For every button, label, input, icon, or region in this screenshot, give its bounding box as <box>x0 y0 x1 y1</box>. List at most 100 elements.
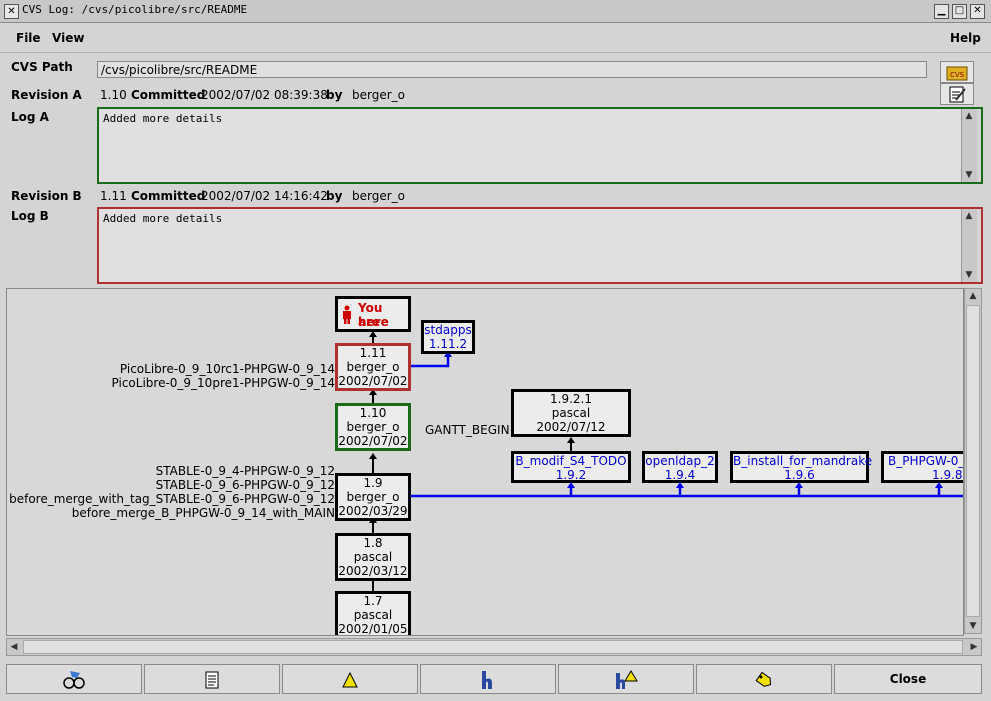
tag-label: STABLE-0_9_4-PHPGW-0_9_12 <box>155 464 335 478</box>
scroll-right-icon[interactable]: ▶ <box>970 642 978 652</box>
graph-horizontal-scrollbar[interactable]: ◀ ▶ <box>6 638 982 656</box>
scroll-down-icon[interactable]: ▼ <box>969 621 977 631</box>
log-b-text[interactable]: Added more details <box>99 209 961 282</box>
you-are-here-line1: You are <box>358 301 383 329</box>
branch-node-b-install-for-mandrake[interactable]: B_install_for_mandrake 1.9.6 <box>730 451 872 483</box>
revision-a-label: Revision A <box>11 88 82 102</box>
node-date: 2002/01/05 <box>338 622 408 636</box>
node-author: pascal <box>551 406 591 420</box>
tag-icon <box>755 671 772 687</box>
maximize-icon[interactable]: □ <box>952 4 967 19</box>
branch-name: B_PHPGW-0_ <box>888 454 964 468</box>
log-b-label: Log B <box>11 209 49 223</box>
scroll-up-icon[interactable]: ▲ <box>965 111 973 121</box>
branch-name: openldap_2 <box>645 454 715 468</box>
log-a-frame: Added more details ▲ ▼ <box>97 107 983 184</box>
node-author: berger_o <box>346 420 400 434</box>
document-icon <box>205 671 219 689</box>
node-rev: 1.8 <box>363 536 383 550</box>
tag-label: GANTT_BEGIN <box>425 423 510 437</box>
revision-node-1-10[interactable]: 1.10 berger_o 2002/07/02 <box>335 403 411 451</box>
node-rev: 1.9 <box>363 476 383 490</box>
merge-delta-icon <box>616 670 638 689</box>
menu-help[interactable]: Help <box>950 31 981 45</box>
merge-button[interactable] <box>420 664 556 694</box>
close-icon[interactable]: ✕ <box>970 4 985 19</box>
log-b-scrollbar[interactable]: ▲ ▼ <box>961 209 977 282</box>
branch-node-b-phpgw[interactable]: B_PHPGW-0_ 1.9.8 <box>881 451 964 483</box>
scroll-up-icon[interactable]: ▲ <box>965 211 973 221</box>
revision-b-label: Revision B <box>11 189 82 203</box>
tag-label: PicoLibre-0_9_10rc1-PHPGW-0_9_14 <box>119 362 335 376</box>
tag-label: before_merge_with_tag_STABLE-0_9_6-PHPGW… <box>9 492 335 506</box>
close-button[interactable]: Close <box>834 664 982 694</box>
scroll-left-icon[interactable]: ◀ <box>10 642 18 652</box>
node-date: 2002/07/02 <box>338 434 408 448</box>
person-icon <box>343 305 351 324</box>
delta-button[interactable] <box>282 664 418 694</box>
revision-b-rev: 1.11 <box>100 189 127 203</box>
scroll-thumb[interactable] <box>23 640 963 654</box>
scroll-thumb[interactable] <box>966 305 980 617</box>
node-rev: 1.10 <box>359 406 387 420</box>
menu-view[interactable]: View <box>52 31 85 45</box>
delta-icon <box>342 671 358 688</box>
branch-node-stdapps[interactable]: stdapps 1.11.2 <box>421 320 475 354</box>
glasses-icon <box>63 671 85 689</box>
log-b-frame: Added more details ▲ ▼ <box>97 207 983 284</box>
revision-node-1-11[interactable]: 1.11 berger_o 2002/07/02 <box>335 343 411 391</box>
tag-button[interactable] <box>696 664 832 694</box>
tag-label: before_merge_B_PHPGW-0_9_14_with_MAIN <box>71 506 335 520</box>
cvs-path-field[interactable]: /cvs/picolibre/src/README <box>97 61 927 78</box>
revision-node-1-8[interactable]: 1.8 pascal 2002/03/12 <box>335 533 411 581</box>
scroll-up-icon[interactable]: ▲ <box>969 291 977 301</box>
title-bar: ✕ CVS Log: /cvs/picolibre/src/README ▁ □… <box>0 0 991 23</box>
revision-node-1-7[interactable]: 1.7 pascal 2002/01/05 <box>335 591 411 636</box>
node-date: 2002/03/12 <box>338 564 408 578</box>
revision-node-1-9-2-1[interactable]: 1.9.2.1 pascal 2002/07/12 <box>511 389 631 437</box>
branch-rev: 1.9.6 <box>784 468 815 482</box>
view-file-button[interactable] <box>144 664 280 694</box>
edit-log-button[interactable] <box>940 83 974 105</box>
you-are-here-marker: You are here <box>335 296 411 332</box>
revision-b-by-label: by <box>326 189 343 203</box>
bottom-toolbar: Close <box>0 662 991 698</box>
node-date: 2002/03/29 <box>338 504 408 518</box>
scroll-down-icon[interactable]: ▼ <box>965 170 973 180</box>
merge-delta-button[interactable] <box>558 664 694 694</box>
log-a-scrollbar[interactable]: ▲ ▼ <box>961 109 977 182</box>
log-a-text[interactable]: Added more details <box>99 109 961 182</box>
notepad-pencil-icon <box>949 86 966 103</box>
node-date: 2002/07/02 <box>338 374 408 388</box>
branch-name: stdapps <box>424 323 472 337</box>
node-author: pascal <box>353 550 393 564</box>
window-title: CVS Log: /cvs/picolibre/src/README <box>22 3 248 16</box>
revision-graph[interactable]: You are here 1.11 berger_o 2002/07/02 1.… <box>6 288 964 636</box>
branch-node-openldap-2[interactable]: openldap_2 1.9.4 <box>642 451 718 483</box>
diff-button[interactable] <box>6 664 142 694</box>
scroll-down-icon[interactable]: ▼ <box>965 270 973 280</box>
node-rev: 1.9.2.1 <box>550 392 592 406</box>
branch-rev: 1.9.8 <box>932 468 963 482</box>
graph-vertical-scrollbar[interactable]: ▲ ▼ <box>964 288 982 634</box>
node-author: berger_o <box>346 490 400 504</box>
cvs-folder-button[interactable]: CVS <box>940 61 974 83</box>
menu-file[interactable]: File <box>16 31 41 45</box>
minimize-icon[interactable]: ▁ <box>934 4 949 19</box>
branch-node-b-modif-s4-todo[interactable]: B_modif_S4_TODO 1.9.2 <box>511 451 631 483</box>
merge-branch-icon <box>482 671 492 689</box>
svg-text:CVS: CVS <box>950 71 965 79</box>
node-rev: 1.7 <box>363 594 383 608</box>
close-window-icon[interactable]: ✕ <box>4 4 19 19</box>
revision-b-author: berger_o <box>352 189 405 203</box>
log-a-label: Log A <box>11 110 49 124</box>
revision-node-1-9[interactable]: 1.9 berger_o 2002/03/29 <box>335 473 411 521</box>
node-rev: 1.11 <box>359 346 387 360</box>
node-author: pascal <box>353 608 393 622</box>
revision-b-date: 2002/07/02 14:16:42 <box>201 189 328 203</box>
node-author: berger_o <box>346 360 400 374</box>
node-date: 2002/07/12 <box>536 420 606 434</box>
revision-a-author: berger_o <box>352 88 405 102</box>
revision-a-by-label: by <box>326 88 343 102</box>
revision-a-committed-label: Committed <box>131 88 206 102</box>
